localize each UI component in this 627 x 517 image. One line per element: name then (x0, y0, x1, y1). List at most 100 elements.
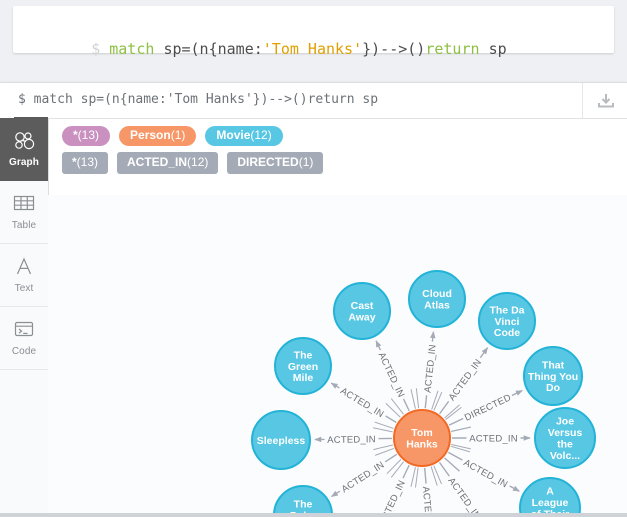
query-token-0: match (109, 40, 164, 58)
legend-label-pill-0[interactable]: *(13) (62, 126, 111, 146)
node-circle[interactable] (408, 270, 466, 328)
sidebar-item-text[interactable]: Text (0, 244, 48, 307)
node-label-line: That (542, 359, 565, 371)
node-circle[interactable] (251, 410, 311, 470)
node-label-line: Joe (556, 416, 574, 428)
node-label-line: The (294, 349, 313, 361)
graph-spoke (385, 403, 401, 418)
node-label-line: Volc... (550, 450, 580, 462)
node-label-line: Cloud (422, 288, 452, 300)
legend-label-count: (1) (170, 128, 186, 142)
node-circle[interactable] (478, 292, 536, 350)
graph-spoke (414, 467, 419, 488)
node-label-line: Vinci (495, 316, 520, 328)
legend-label-pill-1[interactable]: Person(1) (119, 126, 197, 146)
graph-spoke (430, 466, 438, 486)
sidebar-item-graph[interactable]: Graph (0, 118, 48, 181)
graph-spoke (451, 444, 471, 450)
node-label-line: Do (546, 382, 560, 394)
node-label-line: Hanks (406, 439, 438, 451)
graph-edge-label-group-da-vinci-code: ACTED_IN (443, 353, 486, 406)
legend-relationship-count: (13) (76, 155, 99, 169)
graph-spoke (390, 461, 404, 478)
edge-label-backdrop (420, 340, 439, 397)
graph-spoke (386, 459, 402, 475)
edge-label-backdrop (459, 454, 513, 492)
node-label-line: the (557, 439, 573, 451)
edge-label-backdrop (374, 347, 410, 402)
node-label-line: Versus (548, 427, 583, 439)
graph-spoke (410, 389, 416, 409)
query-editor-text[interactable]: $ match sp=(n{name:'Tom Hanks'})-->()ret… (37, 18, 506, 81)
graph-edge-label-polar-express: ACTED_IN (340, 460, 387, 496)
edge-label-backdrop (324, 432, 379, 446)
legend-relationship-pill-0[interactable]: *(13) (62, 152, 109, 174)
graph-edge-label-group-league-own: ACTED_IN (459, 454, 513, 492)
query-token-4: return (425, 40, 489, 58)
legend-label-name: Movie (216, 128, 251, 142)
edge-label-backdrop (460, 389, 515, 425)
sidebar-item-table[interactable]: Table (0, 181, 48, 244)
edge-label-backdrop (419, 483, 438, 517)
edge-label-backdrop (443, 472, 487, 517)
edge-label-backdrop (336, 456, 389, 497)
legend-label-pill-2[interactable]: Movie(12) (205, 126, 283, 146)
node-label-line: Mile (293, 372, 314, 384)
graph-edge-label-group-green-mile: ACTED_IN (336, 382, 389, 422)
node-label-line: Sleepless (257, 435, 306, 447)
legend: *(13)Person(1)Movie(12) *(13)ACTED_IN(12… (48, 118, 627, 186)
graph-node-league-own[interactable]: ALeagueof TheirOwn (519, 477, 581, 517)
node-circle[interactable] (519, 477, 581, 517)
edge-label-backdrop (336, 382, 389, 422)
graph-edge-label-group-sleepless: ACTED_IN (324, 432, 379, 446)
node-label-line: of Their (531, 509, 570, 517)
legend-relationship-pill-1[interactable]: ACTED_IN(12) (117, 152, 219, 174)
node-circle[interactable] (393, 409, 451, 467)
frame-query-text: $ match sp=(n{name:'Tom Hanks'})-->()ret… (18, 92, 379, 107)
query-token-1: sp=(n{name: (163, 40, 263, 58)
frame-bottom-rule (0, 513, 627, 517)
graph-node-joe-versus[interactable]: JoeVersustheVolc... (534, 407, 596, 469)
graph-edge-label-joe-versus: ACTED_IN (469, 434, 518, 445)
query-token-3: })-->() (362, 40, 426, 58)
graph-spoke (374, 421, 394, 429)
graph-edge-label-group-joe-versus: ACTED_IN (466, 431, 521, 445)
legend-relationship-name: * (72, 155, 77, 169)
legend-label-count: (13) (77, 128, 100, 142)
download-icon[interactable] (595, 91, 617, 111)
graph-spoke (451, 426, 471, 432)
legend-relationship-count: (12) (187, 155, 209, 169)
node-label-line: The Da (489, 304, 524, 316)
graph-spoke (433, 465, 443, 485)
node-circle[interactable] (523, 346, 583, 406)
graph-edge-label-group-polar-express: ACTED_IN (336, 456, 389, 497)
graph-spoke (445, 406, 462, 420)
graph-spoke (450, 445, 471, 453)
node-circle[interactable] (333, 282, 391, 340)
graph-edge-label-league-own: ACTED_IN (462, 457, 510, 490)
table-icon (12, 193, 36, 217)
graph-edge-label-group-that-thing-you-do: DIRECTED (460, 389, 515, 425)
legend-relationship-pill-2[interactable]: DIRECTED(1) (227, 152, 324, 174)
graph-node-sleepless[interactable]: Sleepless (251, 410, 311, 470)
graph-edge-label-group-cast-away: ACTED_IN (374, 347, 410, 402)
edge-label-backdrop (443, 353, 486, 406)
graph-edge-label-youve-got-mail: ACTED_IN (445, 476, 482, 517)
sidebar-item-graph-label: Graph (9, 157, 39, 168)
node-circle[interactable] (274, 337, 332, 395)
graph-spoke (444, 457, 460, 472)
graph-edge-label-charlie-wilson: ACTED_IN (377, 479, 408, 517)
sidebar-item-code[interactable]: Code (0, 307, 48, 370)
node-label-line: Code (494, 327, 520, 339)
node-circle[interactable] (534, 407, 596, 469)
legend-relationship-name: ACTED_IN (127, 155, 188, 169)
query-editor[interactable]: $ match sp=(n{name:'Tom Hanks'})-->()ret… (13, 6, 614, 58)
